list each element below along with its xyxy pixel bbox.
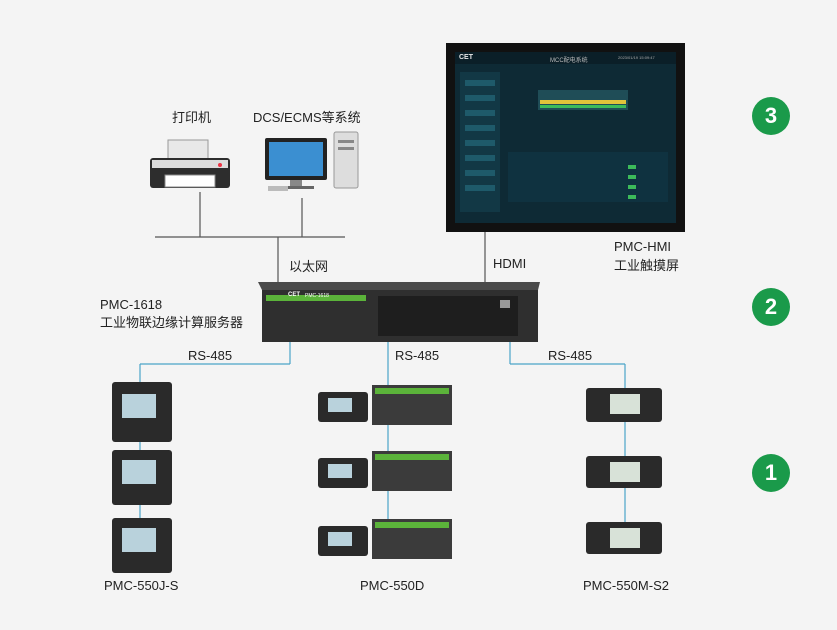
rs485-right-label: RS-485 <box>548 348 593 363</box>
device-550m-label: PMC-550M-S2 <box>583 578 669 593</box>
dcs-label: DCS/ECMS等系统 <box>253 110 361 125</box>
server-brand: CET <box>288 292 300 298</box>
hmi-desc-label: 工业触摸屏 <box>614 258 680 273</box>
layer-badge-2: 2 <box>752 288 790 326</box>
server-panel-model: PMC-1618 <box>305 293 329 299</box>
hmi-model-label: PMC-HMI <box>614 239 672 254</box>
layer-badge-3: 3 <box>752 97 790 135</box>
device-550m-group <box>586 388 662 554</box>
hmi-touchscreen <box>446 43 685 232</box>
printer-icon <box>150 139 230 188</box>
computer-icon <box>265 131 359 191</box>
server-model-label: PMC-1618 <box>100 297 163 312</box>
device-550d-label: PMC-550D <box>360 578 425 593</box>
ethernet-label: 以太网 <box>289 259 329 274</box>
hdmi-label: HDMI <box>493 256 527 271</box>
printer-label: 打印机 <box>172 110 212 125</box>
edge-server <box>258 282 540 342</box>
server-desc-label: 工业物联边缘计算服务器 <box>100 315 244 330</box>
rs485-left-label: RS-485 <box>188 348 233 363</box>
device-550j-label: PMC-550J-S <box>104 578 179 593</box>
device-550j-group <box>112 382 172 573</box>
ethernet-links <box>155 192 486 282</box>
device-550d-group <box>318 385 452 559</box>
hmi-logo: CET <box>459 54 473 61</box>
rs485-mid-label: RS-485 <box>395 348 440 363</box>
layer-badge-1: 1 <box>752 454 790 492</box>
rs485-links <box>139 342 626 522</box>
hmi-screen-title: MCC配电系统 <box>550 58 588 64</box>
hmi-timestamp: 2023/01/19 15:09:47 <box>618 55 655 60</box>
